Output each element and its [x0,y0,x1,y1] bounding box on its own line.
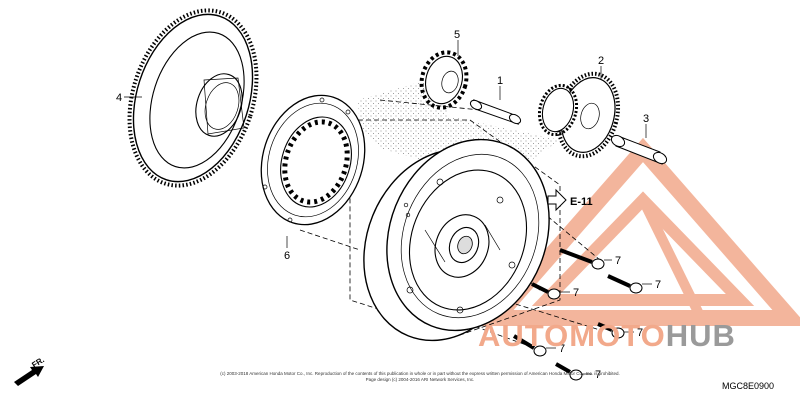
copyright-line-1: (c) 2003-2018 American Honda Motor Co., … [220,371,620,376]
callout-7a: 7 [615,255,621,267]
diagram-code: MGC8E0900 [722,381,775,391]
bolt[interactable] [597,322,625,339]
bolt[interactable] [607,274,643,294]
copyright-line-2: Page design (c) 2004-2016 ARI Network Se… [365,377,475,382]
bolts-part-7[interactable] [512,248,643,381]
reference-arrow-e11[interactable]: E-11 [547,188,593,212]
bolt[interactable] [555,362,583,381]
reference-code[interactable]: E-11 [570,196,593,208]
callout-3: 3 [643,113,649,125]
callout-7f: 7 [595,369,601,381]
reduction-gear-part-2[interactable] [534,67,627,163]
callout-5: 5 [454,29,460,41]
bolt[interactable] [559,248,605,270]
callout-1: 1 [497,75,503,87]
clutch-plate-part-6[interactable] [245,82,381,238]
bolt[interactable] [512,334,547,357]
watermark-logo [478,137,800,326]
callout-7c: 7 [573,287,579,299]
bolt[interactable] [531,282,561,300]
callout-2: 2 [598,55,604,67]
watermark-text: AUTOMOTOHUB [478,318,736,354]
pin-part-1[interactable] [469,99,522,126]
callout-7b: 7 [655,279,661,291]
callout-7e: 7 [559,343,565,355]
copyright-notice: (c) 2003-2018 American Honda Motor Co., … [220,371,620,383]
callout-7d: 7 [637,327,643,339]
callout-4: 4 [116,92,122,104]
leader-lines [124,40,652,375]
shaft-part-3[interactable] [609,133,668,166]
ring-gear-part-4[interactable] [108,0,278,202]
watermark-part2: HUB [665,318,736,353]
front-label: FR. [30,355,46,369]
callout-6: 6 [284,250,290,262]
watermark-part1: AUTOMOTO [478,318,666,353]
front-direction-marker: FR. [14,355,46,386]
flywheel-assembly[interactable] [336,115,577,365]
small-gear-part-5[interactable] [416,47,473,112]
